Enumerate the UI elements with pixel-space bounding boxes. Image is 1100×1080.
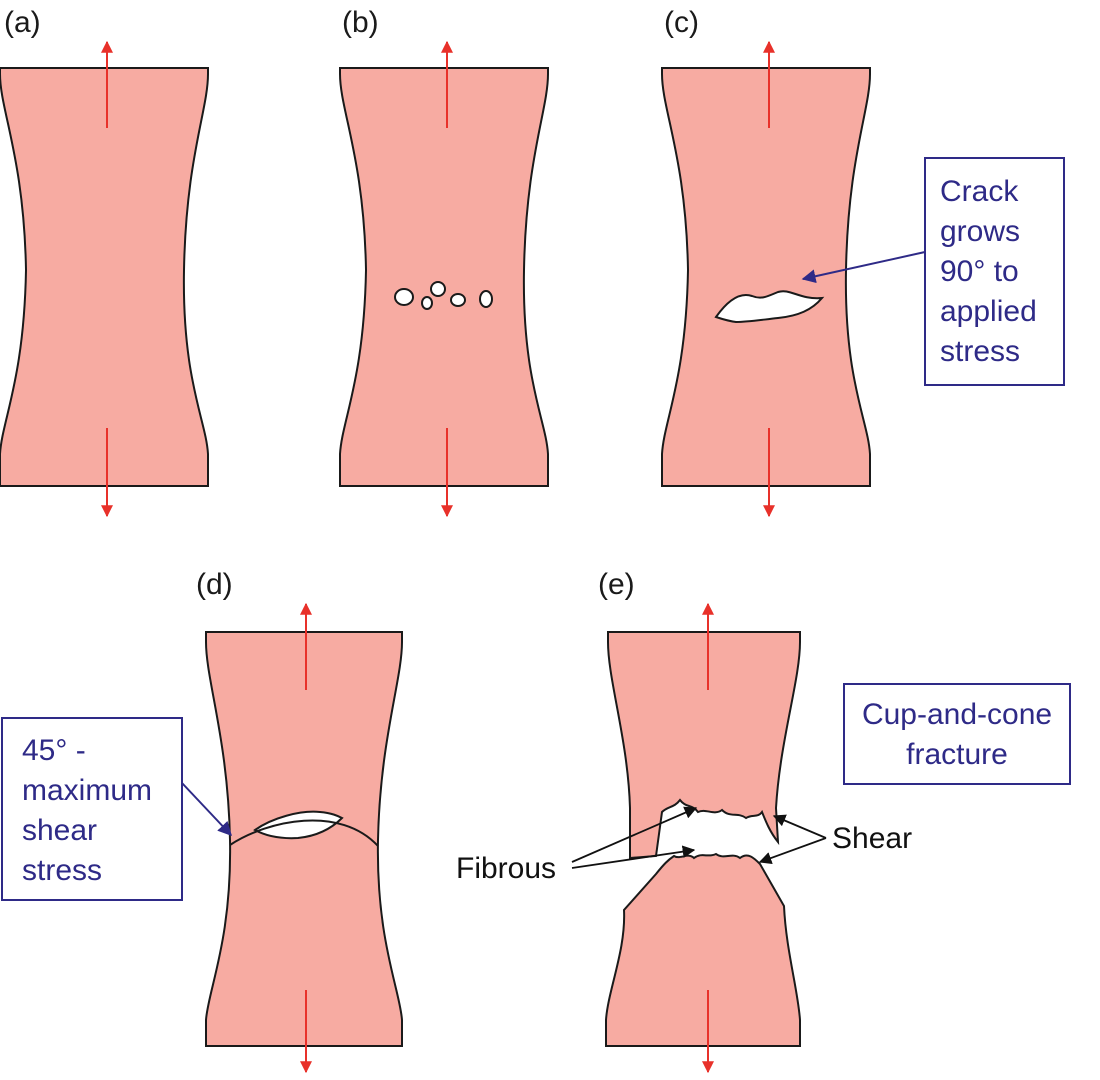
internal-crack	[714, 290, 825, 324]
callout-shear45-line: maximum	[22, 774, 152, 807]
shear-pointer-lower	[758, 837, 827, 865]
callout-crack-line: stress	[940, 335, 1020, 368]
callout-cupcone-line: fracture	[906, 738, 1008, 771]
shear-fracture-line	[229, 819, 379, 847]
specimen-c	[661, 67, 871, 487]
shear45-leader-arrow	[181, 782, 232, 837]
shear-void	[253, 810, 344, 840]
panel-d-label: (d)	[196, 568, 233, 601]
specimen-a	[0, 67, 209, 487]
panel-b: (b)	[339, 6, 549, 518]
callout-crack-line: 90° to	[940, 255, 1019, 288]
panel-e-label: (e)	[598, 568, 635, 601]
microvoid	[421, 296, 433, 310]
microvoid	[450, 293, 466, 307]
microvoid	[430, 281, 446, 297]
panel-b-label: (b)	[342, 6, 379, 39]
panel-d: (d) 45° - maximum shear stress	[1, 568, 403, 1074]
callout-crack-line: Crack	[940, 175, 1019, 208]
panel-c-label: (c)	[664, 6, 699, 39]
fibrous-label: Fibrous	[456, 852, 556, 885]
callout-crack-box: Crack grows 90° to applied stress	[924, 157, 1065, 386]
microvoid	[394, 288, 414, 306]
callout-cupcone-line: Cup-and-cone	[862, 698, 1052, 731]
specimen-d	[205, 631, 403, 1047]
callout-shear45-box: 45° - maximum shear stress	[1, 717, 183, 901]
specimen-b	[339, 67, 549, 487]
callout-crack-line: grows	[940, 215, 1020, 248]
specimen-e-lower	[605, 852, 801, 1047]
callout-shear45-line: stress	[22, 854, 102, 887]
microvoid	[479, 290, 493, 308]
panel-a: (a)	[0, 6, 209, 518]
specimen-e-upper	[607, 631, 801, 860]
callout-cupcone-box: Cup-and-cone fracture	[843, 683, 1071, 785]
callout-crack-line: applied	[940, 295, 1037, 328]
panel-a-label: (a)	[4, 6, 41, 39]
callout-shear45-line: 45° -	[22, 734, 86, 767]
fibrous-pointer-lower	[571, 845, 696, 869]
panel-e: (e) Cup-and-cone fracture Fibrous Shear	[456, 568, 1071, 1074]
callout-shear45-line: shear	[22, 814, 97, 847]
shear-label: Shear	[832, 822, 912, 855]
fibrous-pointer-upper	[571, 806, 698, 863]
crack-leader-arrow	[801, 251, 926, 284]
panel-c: (c) Crack grows 90° to applied stress	[661, 6, 1065, 518]
shear-pointer-upper	[772, 814, 827, 839]
